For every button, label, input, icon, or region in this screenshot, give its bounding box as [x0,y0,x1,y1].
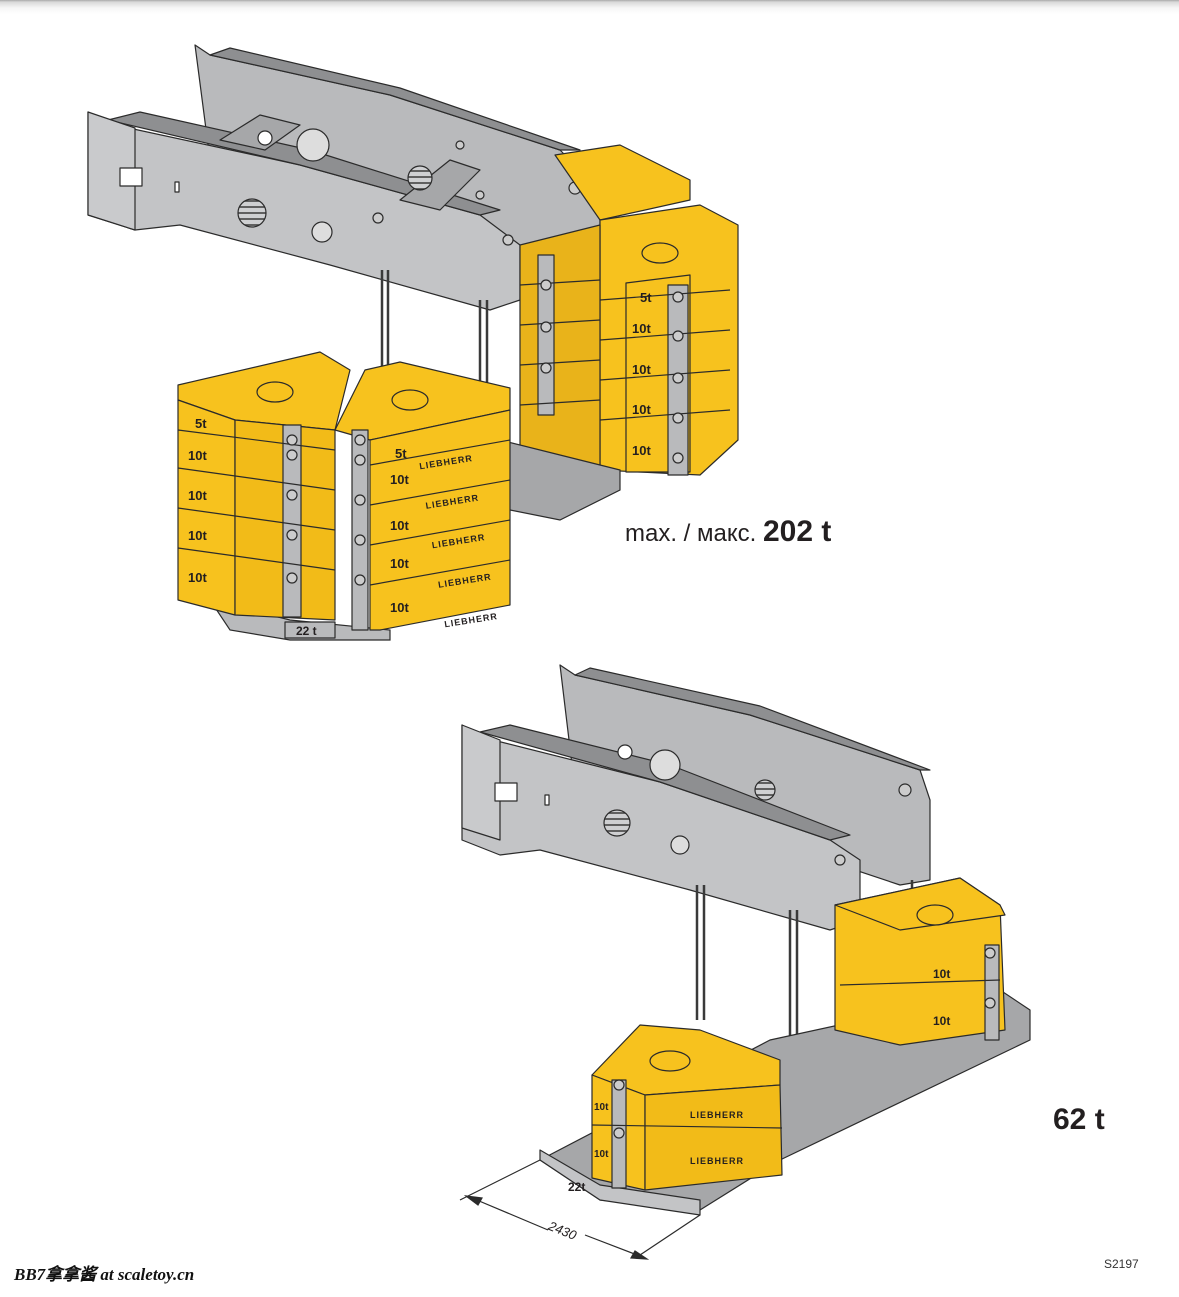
rear-stack-weight-labels-min: 10t 10t [933,967,950,1028]
figure-code: S2197 [1104,1257,1139,1271]
dimension-line [459,1159,701,1260]
min-weight-label: 62 t [1053,1103,1105,1136]
dimension-value: 2430 [545,1218,579,1243]
svg-text:10t: 10t [632,362,651,377]
svg-text:LIEBHERR: LIEBHERR [690,1110,744,1120]
svg-text:10t: 10t [933,967,950,981]
svg-text:10t: 10t [390,518,409,533]
svg-text:5t: 5t [640,290,652,305]
svg-text:5t: 5t [195,416,207,431]
rear-ballast-stack-min [834,877,1006,1046]
right-ballast-stack-max [519,144,739,476]
svg-text:10t: 10t [594,1149,609,1160]
svg-text:22t: 22t [568,1180,585,1194]
svg-text:10t: 10t [188,448,207,463]
superstructure-frame-min [461,664,931,931]
svg-text:10t: 10t [632,321,651,336]
top-border [0,0,1179,14]
svg-text:10t: 10t [188,570,207,585]
svg-text:10t: 10t [390,472,409,487]
max-label-value: 202 t [762,515,832,548]
right-stack-weight-labels-max: 5t 10t 10t 10t 10t [632,290,652,458]
svg-text:22 t: 22 t [296,624,317,638]
front-ballast-stack-min [591,1024,783,1191]
svg-text:10t: 10t [632,402,651,417]
left-stack-weight-labels-max: 5t 10t 10t 10t 10t 5t 10t 10t 10t 10t 22… [188,416,409,638]
svg-text:5t: 5t [395,446,407,461]
svg-text:10t: 10t [188,528,207,543]
svg-text:10t: 10t [933,1014,950,1028]
svg-text:10t: 10t [632,443,651,458]
svg-text:10t: 10t [390,556,409,571]
svg-text:10t: 10t [390,600,409,615]
liebherr-logos-min: LIEBHERR LIEBHERR [690,1110,744,1166]
max-label-prefix: max. / макс. [625,520,757,547]
superstructure-frame-max [87,44,601,311]
svg-text:LIEBHERR: LIEBHERR [690,1156,744,1166]
watermark: BB7拿拿酱 at scaletoy.cn [14,1265,195,1284]
left-ballast-stack-max [177,351,511,639]
carbody-base-max [208,439,621,641]
max-weight-label: max. / макс. 202 t [625,515,831,549]
svg-text:10t: 10t [594,1102,609,1113]
front-stack-weight-labels-min: 10t 10t 22t [568,1102,609,1194]
svg-text:10t: 10t [188,488,207,503]
suspension-rods-max [380,270,489,390]
